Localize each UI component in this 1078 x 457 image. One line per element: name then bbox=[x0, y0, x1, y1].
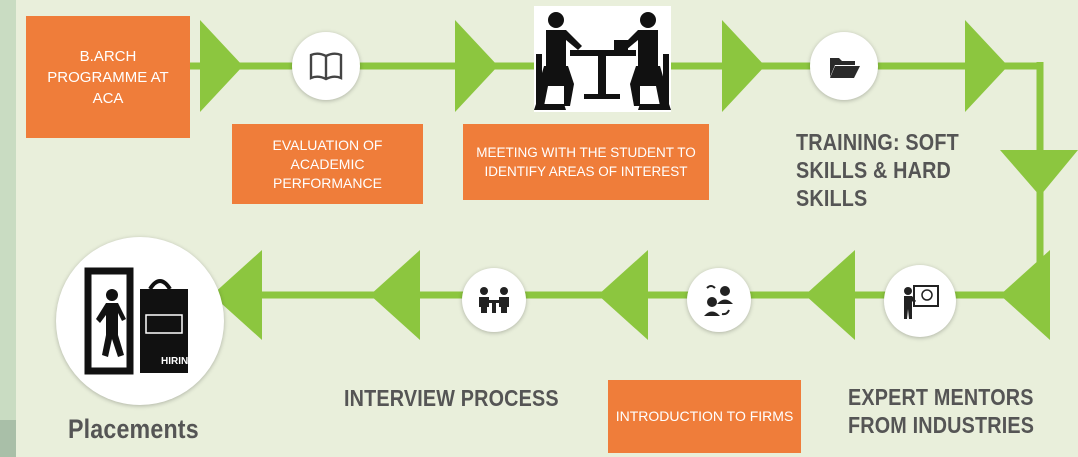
left-edge-strip bbox=[0, 0, 16, 457]
arrow-right-2 bbox=[455, 20, 498, 112]
interview-label: INTERVIEW PROCESS bbox=[344, 385, 559, 411]
introduction-people-icon bbox=[704, 285, 733, 316]
arrow-left-5 bbox=[212, 250, 262, 340]
hiring-sign-text: HIRING bbox=[161, 356, 196, 367]
book-circle bbox=[292, 32, 360, 100]
mentor-board-icon bbox=[904, 285, 939, 319]
meeting-image bbox=[534, 6, 671, 112]
arrow-left-4 bbox=[370, 250, 420, 340]
arrow-right-1 bbox=[200, 20, 243, 112]
mentors-label: EXPERT MENTORS FROM INDUSTRIES bbox=[848, 383, 1034, 439]
placement-door-icon bbox=[84, 267, 188, 375]
folder-circle bbox=[810, 32, 878, 100]
training-label-line1: TRAINING: SOFT bbox=[796, 129, 959, 155]
arrow-right-4 bbox=[965, 20, 1008, 112]
interview-icon bbox=[479, 287, 509, 313]
introduction-box: INTRODUCTION TO FIRMS bbox=[608, 380, 801, 453]
interview-circle bbox=[462, 268, 526, 332]
folder-icon bbox=[830, 58, 860, 78]
arrow-right-3 bbox=[722, 20, 765, 112]
introduction-circle bbox=[687, 268, 751, 332]
arrow-down bbox=[1000, 150, 1078, 196]
placements-circle: HIRING bbox=[56, 237, 224, 405]
training-label-line3: SKILLS bbox=[796, 185, 868, 211]
evaluation-box: EVALUATION OF ACADEMIC PERFORMANCE bbox=[232, 124, 423, 204]
training-label-line2: SKILLS & HARD bbox=[796, 157, 951, 183]
left-edge-strip-dark bbox=[0, 420, 16, 457]
book-icon bbox=[309, 52, 343, 81]
arrow-left-1 bbox=[1000, 250, 1050, 340]
mentor-circle bbox=[884, 265, 956, 337]
mentors-label-line2: FROM INDUSTRIES bbox=[848, 412, 1035, 438]
placements-label: Placements bbox=[68, 414, 199, 444]
arrow-left-2 bbox=[805, 250, 855, 340]
meeting-box: MEETING WITH THE STUDENT TO IDENTIFY ARE… bbox=[463, 124, 709, 200]
training-label: TRAINING: SOFT SKILLS & HARD SKILLS bbox=[796, 128, 959, 212]
arrow-left-3 bbox=[598, 250, 648, 340]
barch-programme-box: B.ARCH PROGRAMME AT ACA bbox=[26, 16, 190, 138]
mentors-label-line1: EXPERT MENTORS bbox=[848, 384, 1034, 410]
meeting-silhouette bbox=[534, 12, 671, 110]
